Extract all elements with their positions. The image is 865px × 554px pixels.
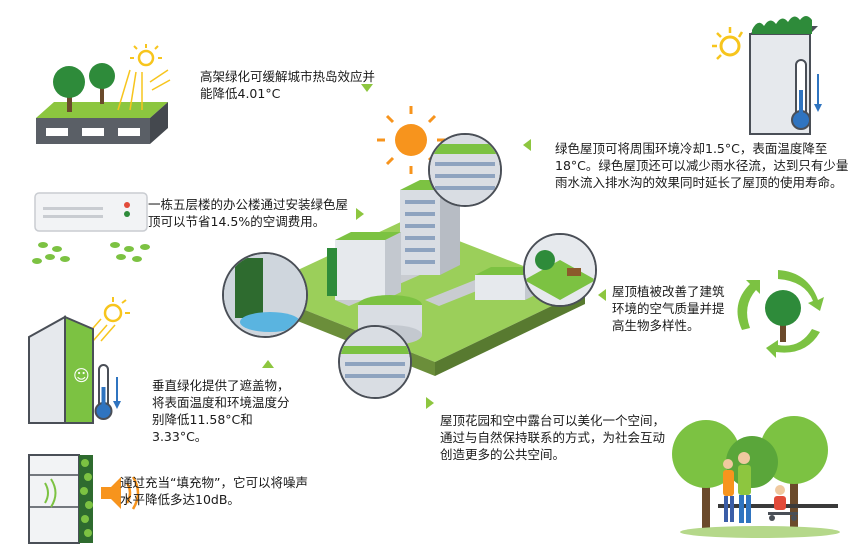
- vertical-green-illustration: ☺: [28, 297, 130, 424]
- elevated-green-illustration: [36, 44, 171, 144]
- sun-icon: [103, 297, 130, 323]
- tree-icon: [672, 420, 740, 528]
- air-conditioner-illustration: [32, 192, 150, 264]
- recycle-tree-illustration: [737, 270, 824, 358]
- park-people-illustration: [672, 416, 840, 538]
- noise-reduction-caption: 通过充当“填充物”，它可以将噪声水平降低多达10dB。: [120, 475, 308, 507]
- thermometer-icon: [94, 364, 113, 420]
- sun-icon: [130, 44, 162, 67]
- office-saving-caption: 一栋五层楼的办公楼通过安装绿色屋顶可以节省14.5%的空调费用。: [148, 197, 349, 229]
- recycle-arrows-icon: [737, 270, 824, 358]
- chevron-down-icon: [361, 84, 373, 92]
- thermometer-building-illustration: [712, 16, 822, 135]
- thermometer-icon: [791, 59, 811, 130]
- chevron-right-icon: [356, 208, 364, 220]
- chevron-up-icon: [262, 360, 274, 368]
- svg-text:☺: ☺: [73, 366, 90, 385]
- chevron-left-icon: [598, 289, 606, 301]
- green-city-illustration: [222, 106, 597, 399]
- roof-cooling-caption: 绿色屋顶可将周围环境冷却1.5°C，表面温度降至18°C。绿色屋顶还可以减少雨水…: [555, 141, 849, 190]
- vertical-greening-caption: 垂直绿化提供了遮盖物，将表面温度和环境温度分别降低11.58°C和3.33°C。: [152, 378, 290, 444]
- air-conditioner-icon: [34, 192, 148, 232]
- noise-barrier-illustration: [28, 454, 140, 544]
- roof-garden-caption: 屋顶花园和空中露台可以美化一个空间，通过与自然保持联系的方式，为社会互动创造更多…: [440, 413, 666, 462]
- sound-icon: [101, 476, 140, 510]
- elevated-greening-caption: 高架绿化可缓解城市热岛效应并能降低4.01°C: [200, 69, 376, 101]
- chevron-left-icon: [523, 139, 531, 151]
- sun-icon: [712, 27, 744, 60]
- air-quality-caption: 屋顶植被改善了建筑环境的空气质量并提高生物多样性。: [612, 284, 725, 333]
- chevron-right-icon: [426, 397, 434, 409]
- tree-icon: [765, 290, 801, 342]
